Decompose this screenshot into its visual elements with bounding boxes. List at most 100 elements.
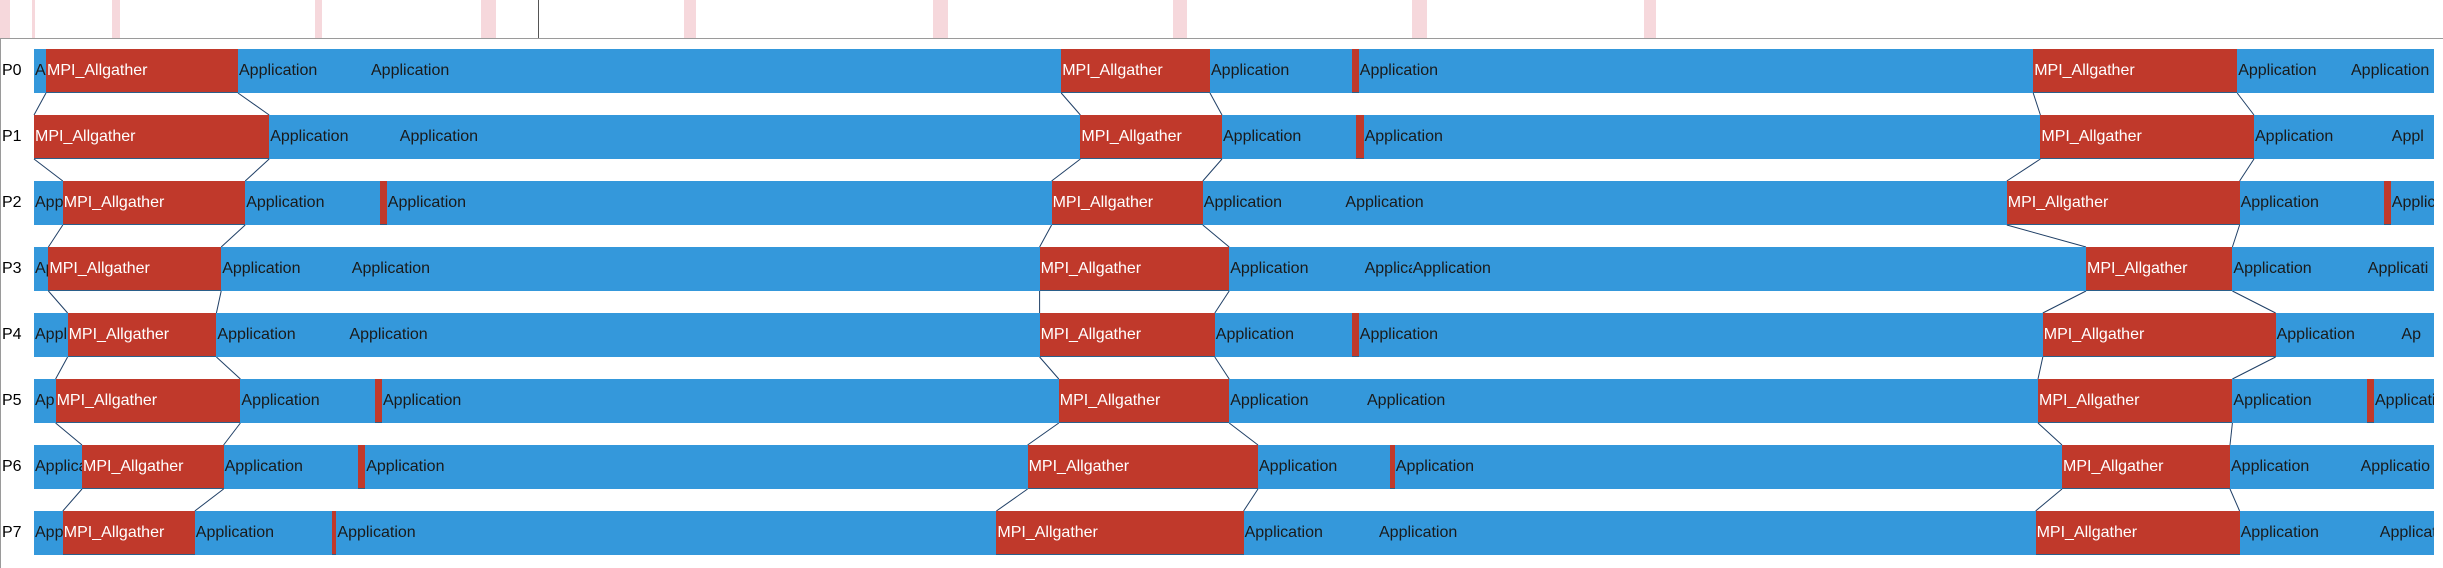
application-segment[interactable]: Application bbox=[2276, 313, 2401, 357]
application-segment[interactable]: Application bbox=[224, 445, 358, 489]
application-segment[interactable]: Application bbox=[221, 247, 351, 291]
application-segment[interactable]: Applicati bbox=[2367, 247, 2434, 291]
application-segment[interactable]: Applica bbox=[1364, 247, 1412, 291]
application-segment[interactable]: Application bbox=[195, 511, 332, 555]
application-segment[interactable]: Applicat bbox=[2379, 511, 2434, 555]
application-segment[interactable]: Application bbox=[1258, 445, 1390, 489]
application-segment[interactable]: Ap bbox=[2400, 313, 2434, 357]
application-segment[interactable]: Application bbox=[269, 115, 399, 159]
mpi-allgather-segment[interactable]: MPI_Allgather bbox=[1039, 247, 1230, 291]
application-segment[interactable]: Applica bbox=[2391, 181, 2434, 225]
mpi-allgather-segment[interactable]: MPI_Allgather bbox=[67, 313, 217, 357]
application-segment[interactable]: Application bbox=[382, 379, 1059, 423]
mpi-allgather-segment[interactable]: MPI_Allgather bbox=[1051, 181, 1203, 225]
application-segment[interactable]: Application bbox=[365, 445, 1027, 489]
mpi-allgather-segment[interactable] bbox=[1351, 49, 1359, 93]
application-segment[interactable]: Application bbox=[1359, 313, 2043, 357]
application-segment[interactable]: Application bbox=[245, 181, 379, 225]
mpi-allgather-segment[interactable]: MPI_Allgather bbox=[2033, 49, 2238, 93]
mpi-allgather-segment[interactable]: MPI_Allgather bbox=[1039, 313, 1215, 357]
mpi-allgather-segment[interactable]: MPI_Allgather bbox=[62, 181, 246, 225]
mpi-allgather-segment[interactable]: MPI_Allgather bbox=[48, 247, 222, 291]
mpi-allgather-segment[interactable] bbox=[1356, 115, 1364, 159]
application-segment[interactable]: Application bbox=[1203, 181, 1345, 225]
mpi-allgather-segment[interactable]: MPI_Allgather bbox=[55, 379, 241, 423]
application-segment[interactable]: Application bbox=[1412, 247, 2086, 291]
mpi-allgather-segment[interactable]: MPI_Allgather bbox=[2086, 247, 2233, 291]
application-segment[interactable]: Application bbox=[1215, 313, 1352, 357]
application-segment[interactable]: App bbox=[34, 181, 63, 225]
rank-timeline-bar[interactable]: ApMPI_AllgatherApplicationApplicationMPI… bbox=[34, 247, 2434, 291]
application-segment[interactable]: Application bbox=[1244, 511, 1378, 555]
application-segment[interactable]: Application bbox=[351, 247, 1040, 291]
mpi-allgather-segment[interactable]: MPI_Allgather bbox=[1027, 445, 1258, 489]
application-segment[interactable]: Application bbox=[399, 115, 1081, 159]
mpi-allgather-segment[interactable]: MPI_Allgather bbox=[2040, 115, 2254, 159]
application-segment[interactable]: Appl bbox=[2391, 115, 2434, 159]
application-segment[interactable]: Application bbox=[2232, 247, 2366, 291]
application-segment[interactable]: Application bbox=[1344, 181, 2006, 225]
application-segment[interactable]: Application bbox=[387, 181, 1052, 225]
application-segment[interactable]: Application bbox=[1229, 247, 1363, 291]
application-segment[interactable]: Application bbox=[1395, 445, 2062, 489]
application-segment[interactable]: Application bbox=[1364, 115, 2041, 159]
mpi-allgather-segment[interactable] bbox=[1351, 313, 1359, 357]
mpi-allgather-segment[interactable]: MPI_Allgather bbox=[2035, 511, 2240, 555]
application-segment[interactable]: Application bbox=[1229, 379, 1366, 423]
mpi-allgather-segment[interactable]: MPI_Allgather bbox=[1061, 49, 1210, 93]
overview-strip[interactable] bbox=[0, 0, 2443, 39]
mpi-allgather-segment[interactable]: MPI_Allgather bbox=[1058, 379, 1230, 423]
application-segment[interactable]: Application bbox=[348, 313, 1039, 357]
application-segment[interactable]: Ap bbox=[34, 247, 48, 291]
rank-timeline-bar[interactable]: ApplicaMPI_AllgatherApplicationApplicati… bbox=[34, 445, 2434, 489]
mpi-allgather-segment[interactable]: MPI_Allgather bbox=[2062, 445, 2230, 489]
application-segment[interactable]: Application bbox=[2232, 379, 2366, 423]
mpi-allgather-segment[interactable] bbox=[379, 181, 387, 225]
mpi-allgather-segment[interactable] bbox=[1390, 445, 1395, 489]
mpi-allgather-segment[interactable] bbox=[374, 379, 382, 423]
mpi-allgather-segment[interactable]: MPI_Allgather bbox=[82, 445, 224, 489]
mpi-allgather-segment[interactable]: MPI_Allgather bbox=[2042, 313, 2276, 357]
mpi-allgather-segment[interactable]: MPI_Allgather bbox=[1080, 115, 1222, 159]
mpi-allgather-segment[interactable]: MPI_Allgather bbox=[46, 49, 238, 93]
application-segment[interactable]: Applicatio bbox=[2360, 445, 2434, 489]
application-segment[interactable]: Application bbox=[370, 49, 1061, 93]
mpi-allgather-segment[interactable] bbox=[2366, 379, 2374, 423]
mpi-allgather-segment[interactable] bbox=[331, 511, 337, 555]
overview-cursor[interactable] bbox=[538, 0, 539, 38]
application-segment[interactable]: Application bbox=[1378, 511, 2036, 555]
application-segment[interactable]: Application bbox=[238, 49, 370, 93]
application-segment[interactable]: Application bbox=[2240, 511, 2379, 555]
mpi-allgather-segment[interactable]: MPI_Allgather bbox=[996, 511, 1244, 555]
application-segment[interactable]: Application bbox=[2240, 181, 2384, 225]
application-segment[interactable]: Ap bbox=[34, 379, 56, 423]
application-segment[interactable]: Application bbox=[216, 313, 348, 357]
mpi-allgather-segment[interactable]: MPI_Allgather bbox=[2038, 379, 2233, 423]
application-segment[interactable]: Application bbox=[2350, 49, 2434, 93]
application-segment[interactable]: Application bbox=[1359, 49, 2033, 93]
mpi-allgather-segment[interactable]: MPI_Allgather bbox=[34, 115, 270, 159]
application-segment[interactable]: Application bbox=[2237, 49, 2350, 93]
application-segment[interactable]: A bbox=[34, 49, 46, 93]
application-segment[interactable]: Applica bbox=[34, 445, 82, 489]
application-segment[interactable]: Application bbox=[240, 379, 374, 423]
rank-timeline-bar[interactable]: ApplMPI_AllgatherApplicationApplicationM… bbox=[34, 511, 2434, 555]
application-segment[interactable]: Application bbox=[2254, 115, 2391, 159]
application-segment[interactable]: Applicati bbox=[2374, 379, 2434, 423]
application-segment[interactable]: Application bbox=[1222, 115, 1356, 159]
application-segment[interactable]: Appl bbox=[34, 511, 63, 555]
mpi-allgather-segment[interactable]: MPI_Allgather bbox=[2006, 181, 2240, 225]
mpi-allgather-segment[interactable]: MPI_Allgather bbox=[62, 511, 195, 555]
application-segment[interactable]: Application bbox=[2230, 445, 2360, 489]
application-segment[interactable]: Application bbox=[1210, 49, 1352, 93]
application-segment[interactable]: Application bbox=[336, 511, 996, 555]
application-segment[interactable]: Appl bbox=[34, 313, 68, 357]
mpi-allgather-segment[interactable] bbox=[2383, 181, 2391, 225]
application-segment[interactable]: Application bbox=[1366, 379, 2038, 423]
